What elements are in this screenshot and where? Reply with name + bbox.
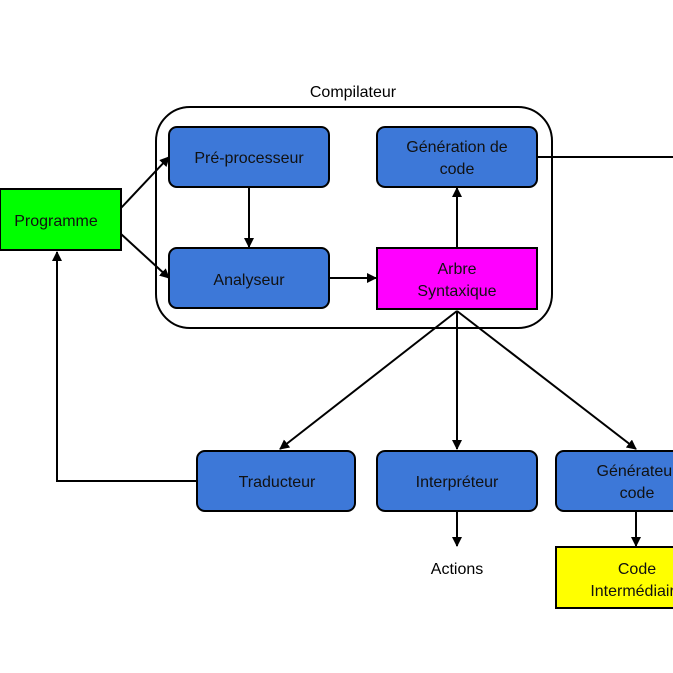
node-traducteur-label: Traducteur: [239, 474, 316, 491]
node-traducteur: Traducteur: [196, 450, 356, 512]
node-analyseur-label: Analyseur: [213, 272, 285, 289]
node-analyseur: Analyseur: [168, 247, 330, 309]
node-preprocesseur-label: Pré-processeur: [194, 150, 304, 167]
node-programme-label: Programme: [14, 213, 98, 230]
node-generateur-label-2: code: [620, 485, 655, 502]
edge-arbre-traducteur: [279, 310, 458, 450]
actions-label: Actions: [431, 561, 483, 578]
node-generation-label-2: code: [440, 161, 475, 178]
node-generateur-label-1: Générateur: [597, 463, 673, 480]
edge-traducteur-programme: [52, 251, 197, 482]
edge-programme-preprocesseur: [120, 156, 170, 209]
node-generation-code: Génération de code: [376, 126, 538, 188]
node-interpreteur: Interpréteur: [376, 450, 538, 512]
node-generateur-code: Générateur code: [555, 450, 673, 512]
node-arbre-syntaxique: Arbre Syntaxique: [376, 247, 538, 310]
node-intermediaire-label-1: Code: [618, 561, 656, 578]
node-interpreteur-label: Interpréteur: [416, 474, 499, 491]
edge-arbre-generateur: [456, 310, 637, 450]
node-arbre-label-1: Arbre: [437, 261, 476, 278]
node-arbre-label-2: Syntaxique: [417, 283, 496, 300]
node-programme: Programme: [0, 188, 122, 251]
node-intermediaire-label-2: Intermédiaire: [590, 583, 673, 600]
edge-programme-analyseur: [120, 233, 170, 279]
compilateur-label: Compilateur: [310, 84, 397, 101]
node-preprocesseur: Pré-processeur: [168, 126, 330, 188]
node-code-intermediaire: Code Intermédiaire: [555, 546, 673, 609]
compilateur-group: [155, 106, 553, 329]
node-generation-label-1: Génération de: [406, 139, 508, 156]
